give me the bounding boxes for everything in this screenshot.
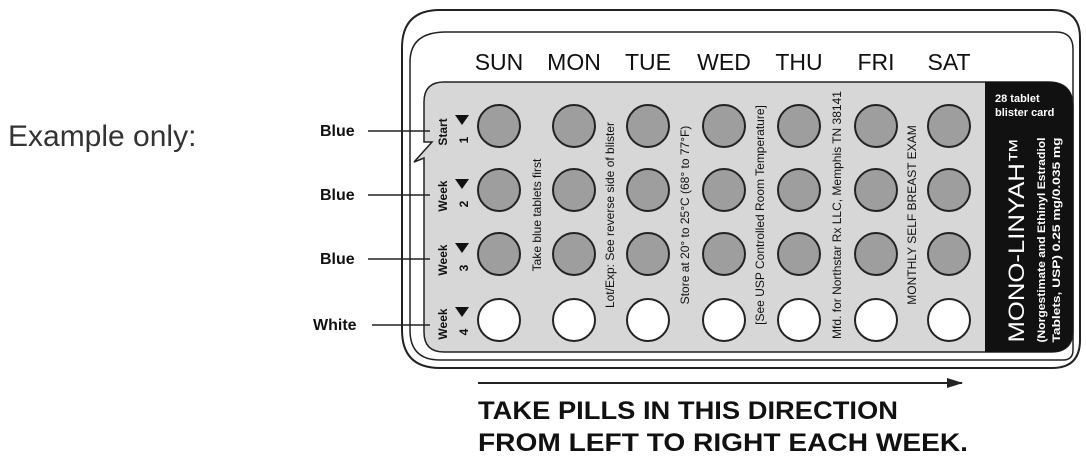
card-text-lot-exp: Lot/Exp: See reverse side of blister xyxy=(603,122,617,308)
pill-week1-wed-blue xyxy=(703,105,745,147)
brand-card-type-line-1: 28 tablet xyxy=(995,93,1040,105)
day-header-fri: FRI xyxy=(857,49,894,75)
pill-week3-sun-blue xyxy=(478,233,520,275)
row-2-week-label: Week xyxy=(436,180,450,211)
card-text-usp-temperature: [See USP Controlled Room Temperature] xyxy=(753,105,767,325)
pill-week4-sun-white xyxy=(478,299,520,341)
pill-week2-sun-blue xyxy=(478,169,520,211)
pill-week3-tue-blue xyxy=(627,233,669,275)
pill-week4-wed-white xyxy=(703,299,745,341)
pill-week1-thu-blue xyxy=(778,105,820,147)
pill-week2-wed-blue xyxy=(703,169,745,211)
row-2-color-label: Blue xyxy=(320,187,355,204)
pill-week2-sat-blue xyxy=(928,169,970,211)
pill-week4-thu-white xyxy=(778,299,820,341)
brand-generic-line-1: (Norgestimate and Ethinyl Estradiol xyxy=(1036,138,1048,343)
day-header-thu: THU xyxy=(775,49,822,75)
pill-week1-mon-blue xyxy=(553,105,595,147)
row-1-week-number: 1 xyxy=(457,136,471,143)
instruction-line-1: TAKE PILLS IN THIS DIRECTION xyxy=(478,397,898,425)
pill-week1-sun-blue xyxy=(478,105,520,147)
card-text-breast-exam: MONTHLY SELF BREAST EXAM xyxy=(905,125,919,304)
row-1-week-label: Start xyxy=(436,118,450,145)
pill-week4-fri-white xyxy=(855,299,897,341)
row-4-week-number: 4 xyxy=(457,328,471,335)
brand-name: MONO-LINYAH™ xyxy=(1004,138,1029,343)
pill-week2-tue-blue xyxy=(627,169,669,211)
pill-week1-tue-blue xyxy=(627,105,669,147)
row-4-color-label: White xyxy=(313,317,357,334)
pill-week4-mon-white xyxy=(553,299,595,341)
pill-week4-sat-white xyxy=(928,299,970,341)
pill-week3-fri-blue xyxy=(855,233,897,275)
pill-week3-sat-blue xyxy=(928,233,970,275)
brand-card-type-line-2: blister card xyxy=(995,107,1054,119)
day-header-mon: MON xyxy=(547,49,601,75)
pill-week3-thu-blue xyxy=(778,233,820,275)
brand-generic-line-2: Tablets, USP) 0.25 mg/0.035 mg xyxy=(1051,138,1063,343)
day-header-sat: SAT xyxy=(927,49,970,75)
pill-week2-mon-blue xyxy=(553,169,595,211)
row-color-labels: Blue Blue Blue White xyxy=(313,123,430,334)
pill-week2-thu-blue xyxy=(778,169,820,211)
row-3-week-number: 3 xyxy=(457,264,471,271)
pill-week1-sat-blue xyxy=(928,105,970,147)
pill-week3-mon-blue xyxy=(553,233,595,275)
row-3-color-label: Blue xyxy=(320,251,355,268)
day-header-tue: TUE xyxy=(625,49,671,75)
day-header-wed: WED xyxy=(697,49,751,75)
card-text-manufacturer: Mfd. for Northstar Rx LLC, Memphis TN 38… xyxy=(830,91,844,339)
row-1-color-label: Blue xyxy=(320,123,355,140)
row-3-week-label: Week xyxy=(436,244,450,275)
card-text-storage: Store at 20° to 25°C (68° to 77°F) xyxy=(678,126,692,305)
pill-week2-fri-blue xyxy=(855,169,897,211)
instruction-line-2: FROM LEFT TO RIGHT EACH WEEK. xyxy=(478,429,968,457)
day-headers: SUN MON TUE WED THU FRI SAT xyxy=(475,49,971,75)
row-2-week-number: 2 xyxy=(457,200,471,207)
row-4-week-label: Week xyxy=(436,308,450,339)
card-text-take-blue-first: Take blue tablets first xyxy=(530,158,544,271)
pill-week4-tue-white xyxy=(627,299,669,341)
pill-week1-fri-blue xyxy=(855,105,897,147)
day-header-sun: SUN xyxy=(475,49,524,75)
pill-week3-wed-blue xyxy=(703,233,745,275)
